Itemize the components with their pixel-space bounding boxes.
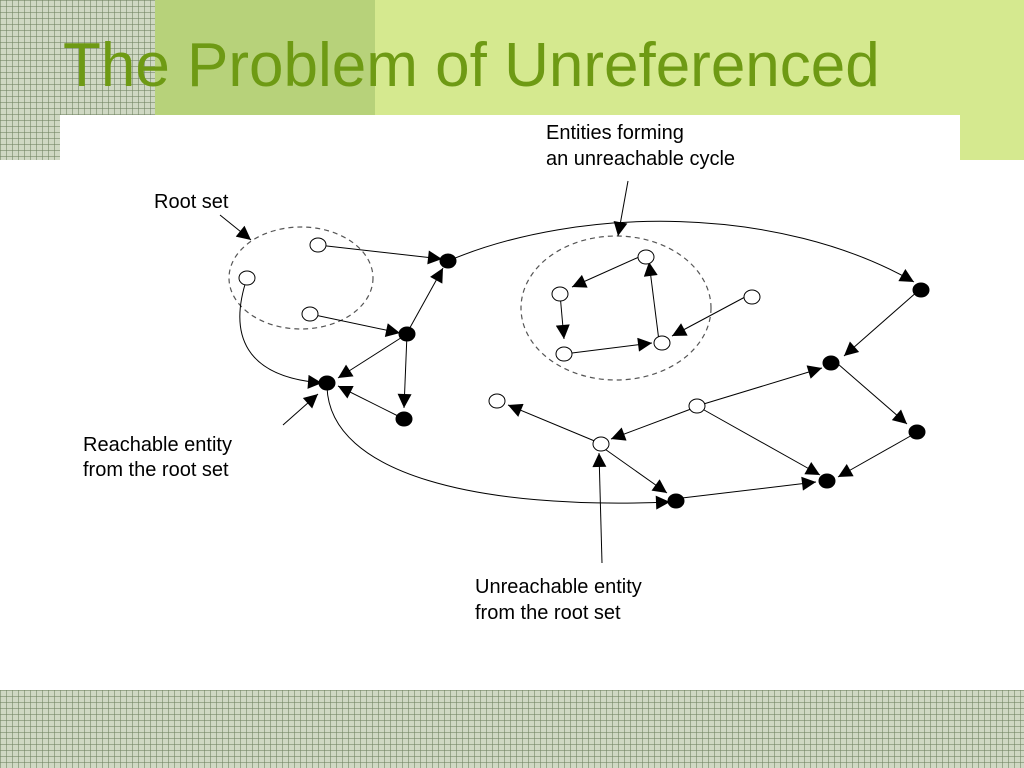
node-black xyxy=(395,411,413,427)
reachable-label-line1: Reachable entity xyxy=(83,434,232,456)
node-white xyxy=(653,335,671,351)
edge xyxy=(681,476,817,499)
edge xyxy=(601,446,668,494)
edge xyxy=(406,267,444,334)
edge xyxy=(671,296,746,337)
edge xyxy=(571,256,640,288)
edge xyxy=(610,408,692,441)
cycle-label-line2: an unreachable cycle xyxy=(546,148,735,170)
node-white xyxy=(238,270,256,286)
unreachable-label-line2: from the root set xyxy=(475,602,621,624)
unreachable-label-line1: Unreachable entity xyxy=(475,576,642,598)
edge xyxy=(337,385,403,419)
node-black xyxy=(908,424,926,440)
edge xyxy=(696,365,823,407)
node-black xyxy=(822,355,840,371)
object-graph-diagram: Root set Entities forming an unreachable… xyxy=(83,122,930,624)
edge xyxy=(843,290,919,357)
edge xyxy=(309,313,401,337)
reachable-pointer-arrow xyxy=(282,393,319,426)
node-white xyxy=(555,346,573,362)
cycle-pointer-arrow xyxy=(613,180,629,237)
node-black xyxy=(398,326,416,342)
node-black xyxy=(818,473,836,489)
edge xyxy=(643,261,660,342)
edge xyxy=(326,386,671,510)
edge xyxy=(507,403,598,443)
edge xyxy=(397,333,412,409)
edge xyxy=(696,405,821,476)
edge xyxy=(447,220,915,283)
root-set-boundary xyxy=(228,226,374,330)
edge xyxy=(837,363,908,425)
node-white xyxy=(688,398,706,414)
diagram-panel: Root set Entities forming an unreachable… xyxy=(60,115,960,690)
root-set-pointer-arrow xyxy=(219,214,252,241)
node-white xyxy=(301,306,319,322)
grid-pattern-bottom xyxy=(0,690,1024,768)
reachable-label-line2: from the root set xyxy=(83,459,229,481)
edge xyxy=(337,333,408,379)
node-white xyxy=(309,237,327,253)
node-white xyxy=(592,436,610,452)
edge xyxy=(239,277,323,389)
edge xyxy=(563,337,653,355)
node-white xyxy=(743,289,761,305)
node-black xyxy=(439,253,457,269)
cycle-label-line1: Entities forming xyxy=(546,122,684,144)
node-white xyxy=(551,286,569,302)
edge xyxy=(555,293,570,340)
node-white xyxy=(637,249,655,265)
root-set-label: Root set xyxy=(154,191,229,213)
edge xyxy=(837,433,915,478)
node-black xyxy=(667,493,685,509)
node-black xyxy=(318,375,336,391)
node-white xyxy=(488,393,506,409)
node-black xyxy=(912,282,930,298)
unreachable-cycle-boundary xyxy=(520,235,712,381)
edge xyxy=(317,244,443,265)
unreachable-pointer-arrow xyxy=(592,452,607,564)
grid-pattern-top-left xyxy=(0,0,155,160)
